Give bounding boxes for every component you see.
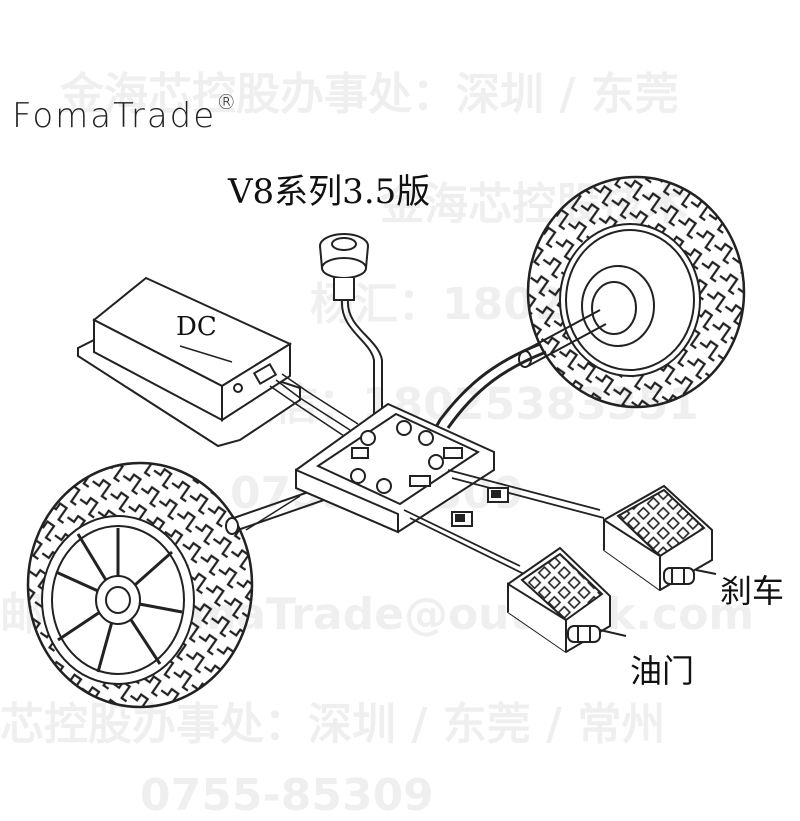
dc-label: DC xyxy=(176,312,217,342)
brand-name: FomaTrade xyxy=(12,96,217,136)
controller xyxy=(295,402,495,534)
brake-pedal xyxy=(603,484,717,592)
wiring-diagram xyxy=(26,175,746,709)
throttle-pedal xyxy=(507,546,627,654)
dc-wires xyxy=(269,373,359,437)
left-wheel xyxy=(26,461,325,709)
plug-connectors xyxy=(451,487,509,527)
brand-logo: FomaTrade® xyxy=(12,90,238,136)
registered-mark: ® xyxy=(216,90,239,114)
right-wheel xyxy=(518,175,746,409)
diagram-title: V8系列3.5版 xyxy=(228,172,431,212)
key-switch xyxy=(319,233,383,420)
watermark-line-7: 芯控股办事处：深圳 / 东莞 / 常州 xyxy=(0,699,666,750)
dc-converter-box xyxy=(77,276,301,448)
pedal-wires xyxy=(245,469,605,575)
watermark-line-1: 金海芯控股办事处：深圳 / 东莞 xyxy=(60,69,679,120)
brake-label: 刹车 xyxy=(720,572,785,610)
throttle-label: 油门 xyxy=(630,652,695,690)
